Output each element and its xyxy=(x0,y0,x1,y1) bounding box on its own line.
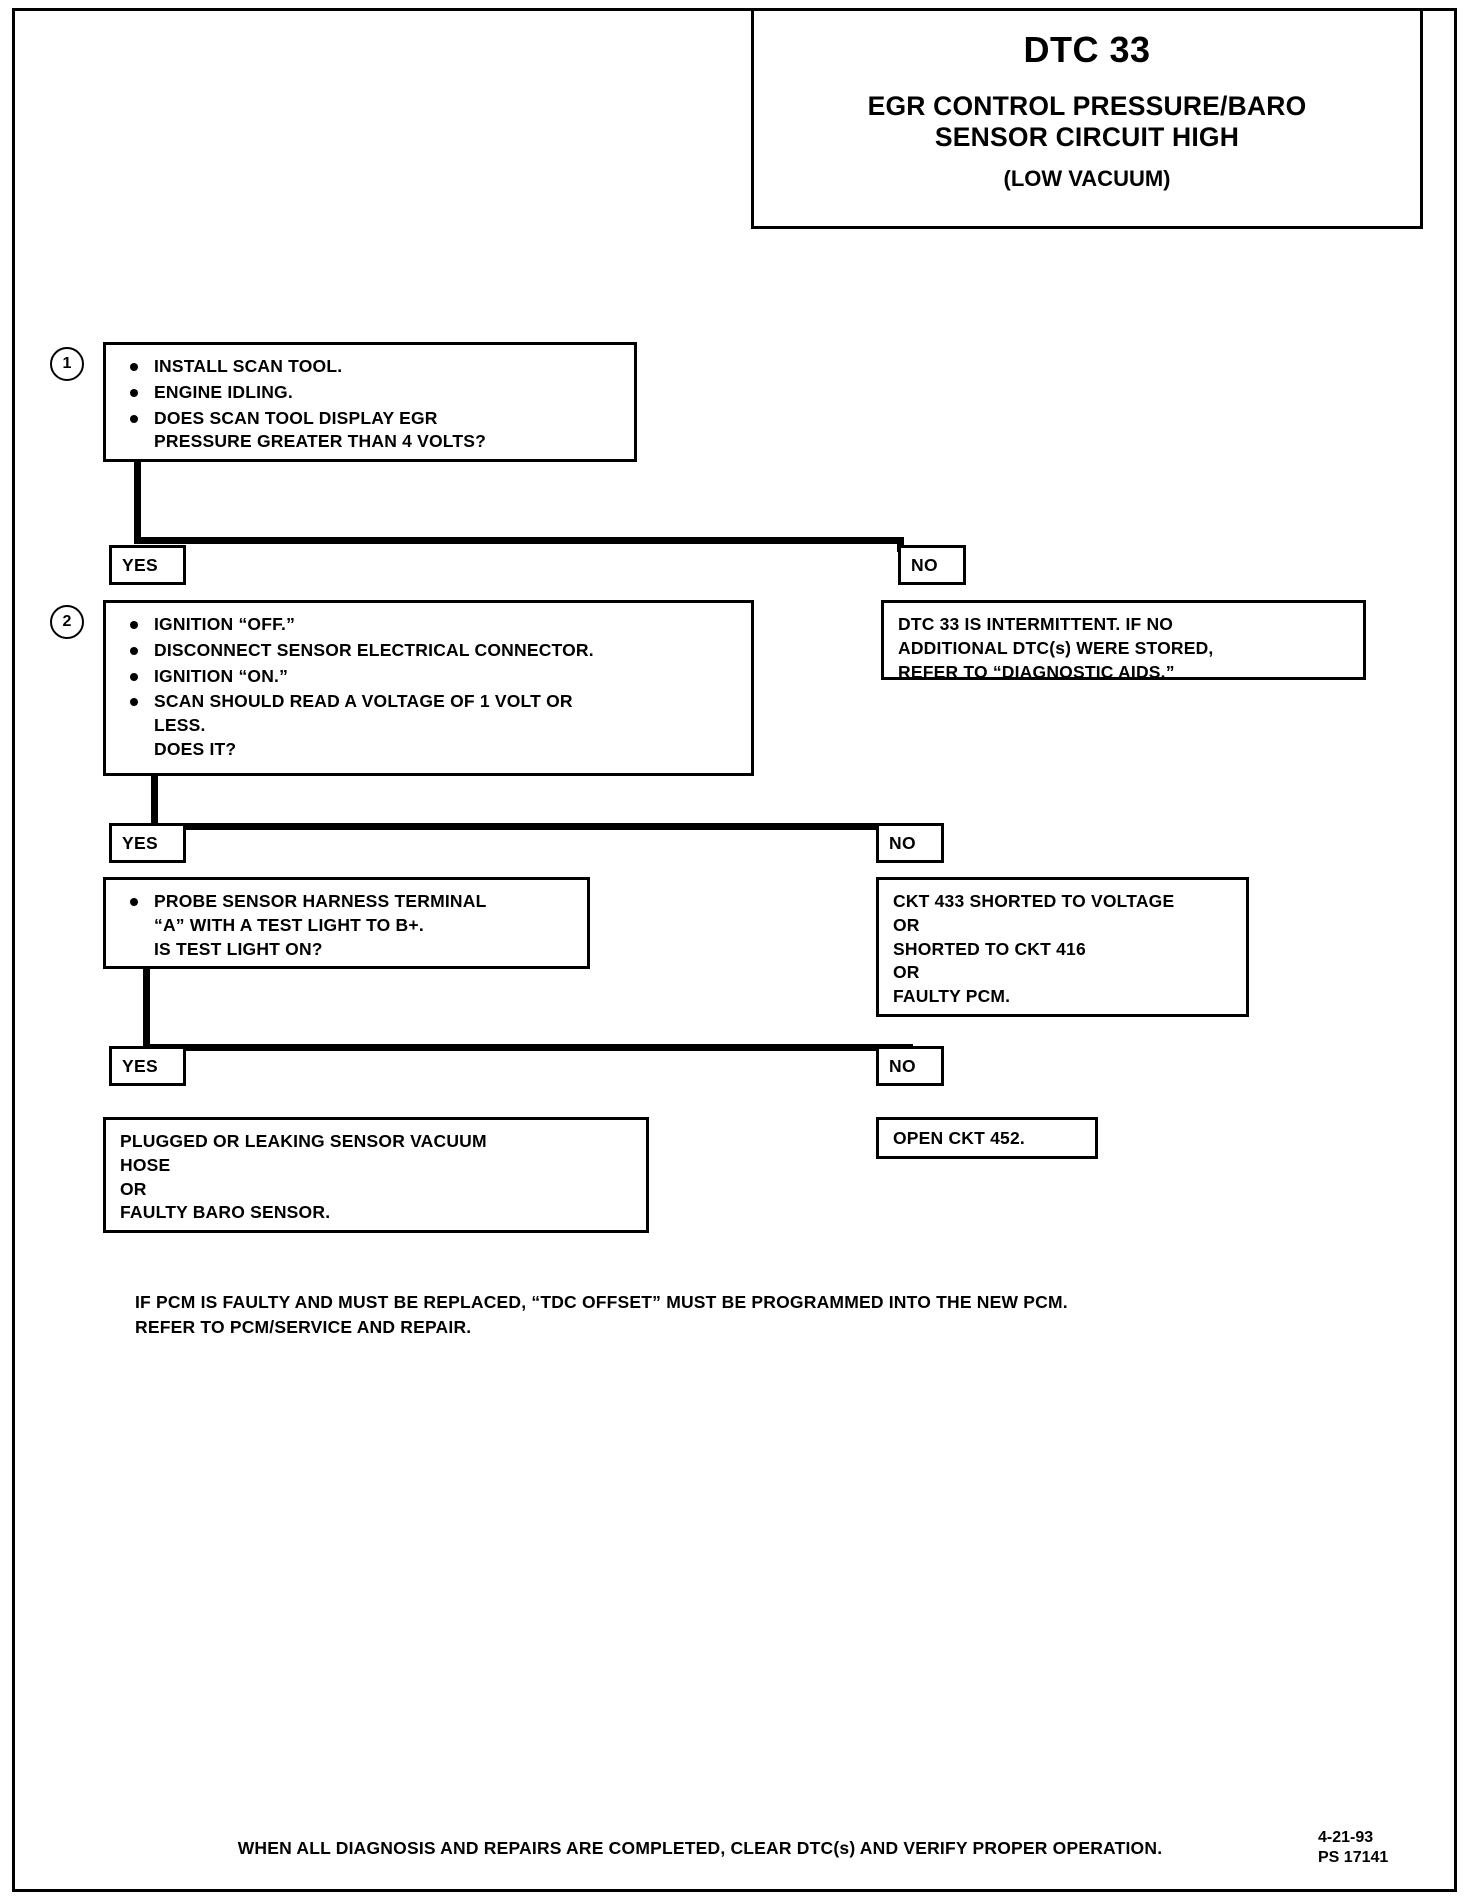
connector-line xyxy=(151,776,158,830)
branch-yes-1: YES xyxy=(109,545,186,585)
step-1-box: INSTALL SCAN TOOL. ENGINE IDLING. DOES S… xyxy=(103,342,637,462)
title-box: DTC 33 EGR CONTROL PRESSURE/BARO SENSOR … xyxy=(751,8,1423,229)
pcm-note: IF PCM IS FAULTY AND MUST BE REPLACED, “… xyxy=(135,1292,1068,1338)
page-border xyxy=(12,8,1457,1892)
connector-line xyxy=(143,1044,913,1051)
step-number-2: 2 xyxy=(50,605,84,639)
bullet-icon xyxy=(130,898,138,906)
list-item: PROBE SENSOR HARNESS TERMINAL“A” WITH A … xyxy=(120,890,575,961)
branch-no-2: NO xyxy=(876,823,944,863)
list-item: ENGINE IDLING. xyxy=(120,381,622,405)
list-item: DISCONNECT SENSOR ELECTRICAL CONNECTOR. xyxy=(120,639,739,663)
branch-no-3: NO xyxy=(876,1046,944,1086)
result-shorted-box: CKT 433 SHORTED TO VOLTAGE OR SHORTED TO… xyxy=(876,877,1249,1017)
bullet-icon xyxy=(130,698,138,707)
step-3-box: PROBE SENSOR HARNESS TERMINAL“A” WITH A … xyxy=(103,877,590,969)
title-line-2: SENSOR CIRCUIT HIGH xyxy=(934,122,1240,153)
branch-yes-3: YES xyxy=(109,1046,186,1086)
footer-code: 4-21-93 PS 17141 xyxy=(1318,1829,1389,1866)
result-intermittent-box: DTC 33 IS INTERMITTENT. IF NO ADDITIONAL… xyxy=(881,600,1366,682)
bullet-icon xyxy=(130,414,138,423)
bullet-icon xyxy=(130,363,138,371)
connector-line xyxy=(151,823,921,830)
bullet-icon xyxy=(130,388,138,397)
list-item: IGNITION “OFF.” xyxy=(120,613,739,637)
connector-line xyxy=(134,537,904,544)
footer-note: WHEN ALL DIAGNOSIS AND REPAIRS ARE COMPL… xyxy=(237,1838,1163,1858)
bullet-icon xyxy=(130,621,138,629)
connector-line xyxy=(143,969,150,1051)
result-plugged-box: PLUGGED OR LEAKING SENSOR VACUUM HOSE OR… xyxy=(103,1117,649,1233)
list-item: IGNITION “ON.” xyxy=(120,665,739,689)
dtc-code: DTC 33 xyxy=(1023,29,1151,70)
step-number-1: 1 xyxy=(50,347,84,381)
title-line-3: (LOW VACUUM) xyxy=(1003,165,1171,191)
step-2-box: IGNITION “OFF.” DISCONNECT SENSOR ELECTR… xyxy=(103,600,754,776)
branch-no-1: NO xyxy=(898,545,966,585)
connector-line xyxy=(134,462,141,544)
result-open-box: OPEN CKT 452. xyxy=(876,1117,1098,1159)
bullet-icon xyxy=(130,646,138,655)
title-line-1: EGR CONTROL PRESSURE/BARO xyxy=(867,91,1307,121)
branch-yes-2: YES xyxy=(109,823,186,863)
connector-line xyxy=(897,537,904,552)
list-item: INSTALL SCAN TOOL. xyxy=(120,355,622,379)
bullet-icon xyxy=(130,672,138,681)
